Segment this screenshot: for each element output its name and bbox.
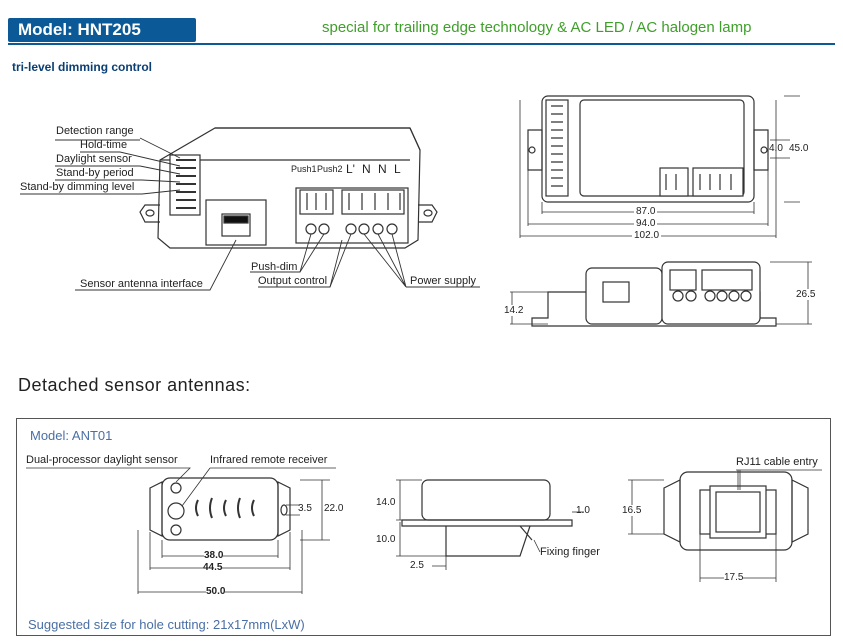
dim-2-5: 2.5: [410, 560, 424, 571]
label-detection-range: Detection range: [56, 125, 134, 137]
dim-16-5: 16.5: [622, 505, 642, 516]
callout-push-dim: Push-dim: [251, 261, 298, 273]
dim-44-5: 44.5: [203, 562, 223, 573]
side-view-drawing: [531, 261, 777, 327]
header-rule: [8, 43, 835, 45]
model-title: Model: HNT205: [18, 20, 141, 39]
callout-power-supply: Power supply: [410, 275, 477, 287]
label-standby-period: Stand-by period: [56, 167, 134, 179]
antenna-back-drawing: [663, 471, 809, 551]
label-rj11: RJ11 cable entry: [736, 456, 818, 468]
dim-38: 38.0: [204, 550, 224, 561]
hole-cutting-note: Suggested size for hole cutting: 21x17mm…: [28, 617, 305, 632]
dim-26-5: 26.5: [796, 289, 816, 300]
module-subtitle: tri-level dimming control: [12, 60, 153, 74]
label-fixing-finger: Fixing finger: [540, 546, 600, 558]
terminal-label-lout: L': [346, 162, 355, 176]
module-body-drawing: [139, 127, 438, 249]
terminal-label-push1: Push1: [291, 164, 317, 174]
dim-3-5: 3.5: [298, 503, 312, 514]
terminal-label-push2: Push2: [317, 164, 343, 174]
antenna-frame: [16, 418, 831, 636]
terminal-label-n2: N: [378, 162, 387, 176]
dim-50: 50.0: [206, 586, 226, 597]
dim-14: 14.0: [376, 497, 396, 508]
dim-45: 45.0: [789, 143, 809, 154]
left-label-leaders: [20, 137, 181, 195]
dim-17-5: 17.5: [724, 572, 744, 583]
header-tagline: special for trailing edge technology & A…: [322, 19, 752, 36]
callout-output-control: Output control: [258, 275, 328, 287]
top-view-drawing: [527, 95, 769, 203]
terminal-label-n1: N: [362, 162, 371, 176]
dim-14-2: 14.2: [504, 305, 524, 316]
label-daylight-sensor: Daylight sensor: [56, 153, 132, 165]
antenna-model: Model: ANT01: [30, 428, 113, 443]
label-standby-dimming: Stand-by dimming level: [20, 181, 135, 193]
terminal-label-lin: L: [394, 162, 401, 176]
dim-102: 102.0: [632, 230, 662, 241]
label-ir-receiver: Infrared remote receiver: [210, 454, 328, 466]
dim-87: 87.0: [634, 206, 658, 217]
dim-4: 4.0: [769, 143, 783, 154]
dim-10: 10.0: [376, 534, 396, 545]
antennas-section-title: Detached sensor antennas:: [18, 375, 251, 395]
callout-antenna-interface: Sensor antenna interface: [80, 278, 203, 290]
antenna-side-drawing: [401, 479, 573, 557]
label-hold-time: Hold-time: [80, 139, 128, 151]
header-bar: [8, 18, 196, 42]
dim-1: 1.0: [576, 505, 590, 516]
label-daylight-sensor-antenna: Dual-processor daylight sensor: [26, 454, 178, 466]
dim-94: 94.0: [634, 218, 658, 229]
callout-leaders: [75, 233, 480, 291]
dim-22: 22.0: [324, 503, 344, 514]
